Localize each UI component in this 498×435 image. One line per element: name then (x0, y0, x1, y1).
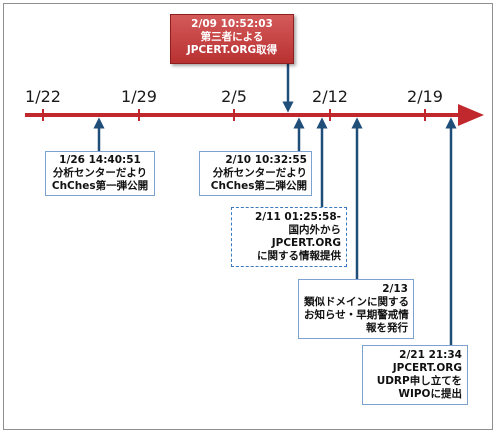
event-text-line: 国内外から (288, 224, 342, 236)
event-text-line: 第三者による (200, 31, 264, 43)
event-time: 2/11 01:25:58- (255, 211, 341, 223)
event-time: 2/21 21:34 (399, 349, 462, 361)
event-time: 2/13 (382, 283, 408, 295)
event-text-line: JPCERT.ORG取得 (186, 44, 278, 56)
event-text-line: ChChes第一弾公開 (51, 180, 149, 192)
event-callout-ev6: 2/21 21:34 JPCERT.ORG UDRP申し立てを WIPOに提出 (362, 345, 468, 405)
event-text-line: に関する情報提供 (257, 250, 341, 262)
event-time: 1/26 14:40:51 (59, 154, 141, 166)
date-label-2: 1/29 (121, 87, 157, 106)
event-callout-ev2-highlight: 2/09 10:52:03 第三者による JPCERT.ORG取得 (170, 14, 294, 64)
event-callout-ev1: 1/26 14:40:51 分析センターだより ChChes第一弾公開 (45, 151, 155, 196)
event-text-line: UDRP申し立てを (376, 375, 462, 387)
date-label-1: 1/22 (25, 87, 61, 106)
date-label-3: 2/5 (221, 87, 247, 106)
event-text-line: 分析センターだより (52, 167, 148, 179)
event-callout-ev5: 2/13 類似ドメインに関する お知らせ・早期警戒情 報を発行 (298, 279, 414, 339)
event-text-line: JPCERT.ORG (271, 237, 341, 249)
event-text-line: 報を発行 (366, 322, 408, 334)
event-text-line: お知らせ・早期警戒情 (304, 309, 409, 321)
event-callout-ev4: 2/11 01:25:58- 国内外から JPCERT.ORG に関する情報提供 (231, 207, 347, 267)
date-label-4: 2/12 (312, 87, 348, 106)
event-time: 2/10 10:32:55 (225, 154, 307, 166)
event-callout-ev3: 2/10 10:32:55 分析センターだより ChChes第二弾公開 (199, 151, 312, 196)
event-text-line: ChChes第二弾公開 (210, 180, 307, 192)
event-text-line: JPCERT.ORG (392, 362, 462, 374)
timeline-arrowhead (458, 104, 484, 126)
event-text-line: 類似ドメインに関する (304, 296, 409, 308)
event-text-line: WIPOに提出 (398, 388, 462, 400)
date-label-5: 2/19 (407, 87, 443, 106)
event-time: 2/09 10:52:03 (191, 18, 273, 30)
event-text-line: 分析センターだより (212, 167, 307, 179)
